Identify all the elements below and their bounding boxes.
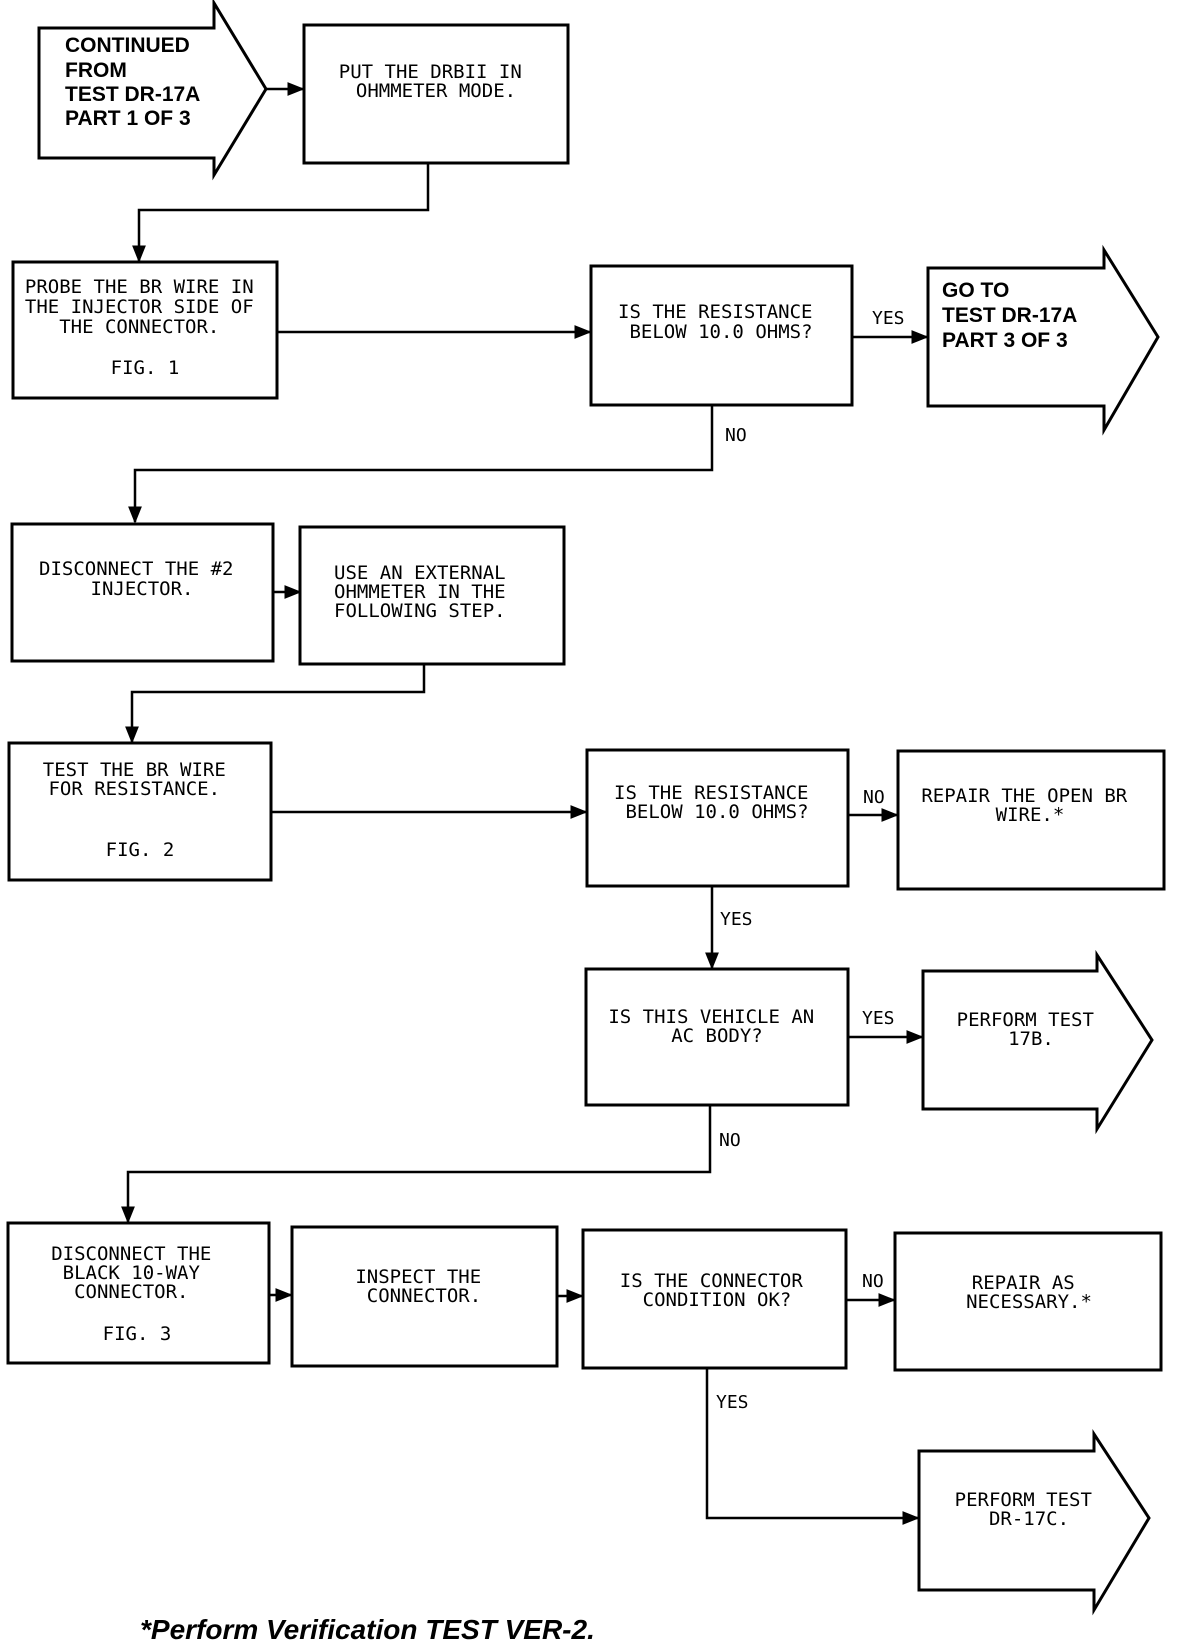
goto-part3-line-2: TEST DR-17A — [942, 304, 1077, 327]
perform-17b-line-2: 17B. — [1008, 1028, 1054, 1050]
q2-text: IS THE RESISTANCE BELOW 10.0 OHMS? — [614, 782, 820, 823]
ohmmeter-line-1: PUT THE DRBII IN — [339, 61, 522, 83]
goto-part3-line-1: GO TO — [942, 279, 1009, 302]
test-br-fig: FIG. 2 — [106, 839, 175, 861]
perform-17b-arrow-shape — [921, 949, 1154, 1135]
repair-open-text: REPAIR THE OPEN BR WIRE.* — [921, 785, 1138, 826]
node-texts: CONTINUED FROM TEST DR-17A PART 1 OF 3 P… — [25, 34, 1138, 1530]
q1-line-1: IS THE RESISTANCE — [618, 301, 812, 323]
inspect-line-2: CONNECTOR. — [367, 1285, 481, 1307]
start-line-3: TEST DR-17A — [65, 83, 200, 106]
disconnect-black-line-1: DISCONNECT THE — [51, 1243, 211, 1265]
disconnect-black-line-2: BLACK 10-WAY — [63, 1262, 201, 1284]
box-probe — [11, 260, 279, 400]
probe-line-1: PROBE THE BR WIRE IN — [25, 276, 254, 298]
connector-ohmmeter-to-probe — [132, 163, 430, 263]
perform-17c-text: PERFORM TEST DR-17C. — [955, 1489, 1104, 1530]
q3-text: IS THIS VEHICLE AN AC BODY? — [608, 1006, 825, 1047]
q2-yes-label: YES — [720, 909, 753, 930]
q1-line-2: BELOW 10.0 OHMS? — [629, 321, 812, 343]
ohmmeter-text: PUT THE DRBII IN OHMMETER MODE. — [339, 61, 533, 102]
box-repair-necessary — [893, 1231, 1163, 1372]
box-q1 — [589, 264, 854, 407]
q1-no-label: NO — [725, 425, 747, 446]
ohmmeter-line-2: OHMMETER MODE. — [356, 80, 516, 102]
q2-no-label: NO — [863, 787, 885, 808]
q1-text: IS THE RESISTANCE BELOW 10.0 OHMS? — [618, 301, 824, 343]
connector-q1-no — [128, 405, 714, 524]
q4-text: IS THE CONNECTOR CONDITION OK? — [620, 1270, 814, 1311]
repair-open-line-1: REPAIR THE OPEN BR — [921, 785, 1127, 807]
disconnect-black-line-3: CONNECTOR. — [74, 1281, 188, 1303]
box-external — [298, 525, 566, 666]
perform-17b-text: PERFORM TEST 17B. — [957, 1009, 1106, 1050]
box-disconnect-black — [6, 1221, 271, 1365]
external-line-2: OHMMETER IN THE — [334, 581, 506, 603]
perform-17c-arrow-shape — [917, 1428, 1151, 1616]
external-text: USE AN EXTERNAL OHMMETER IN THE FOLLOWIN… — [334, 562, 517, 622]
connector-external-to-test — [125, 665, 426, 744]
perform-17c-line-2: DR-17C. — [989, 1508, 1069, 1530]
start-line-1: CONTINUED — [65, 34, 190, 57]
footnote: *Perform Verification TEST VER-2. — [140, 1614, 595, 1644]
external-line-3: FOLLOWING STEP. — [334, 600, 506, 622]
repair-open-line-2: WIRE.* — [996, 804, 1065, 826]
q3-line-1: IS THIS VEHICLE AN — [608, 1006, 814, 1028]
perform-17c-line-1: PERFORM TEST — [955, 1489, 1092, 1511]
box-disconnect-injector — [10, 522, 275, 663]
perform-17b-line-1: PERFORM TEST — [957, 1009, 1094, 1031]
box-inspect — [290, 1225, 559, 1368]
goto-part3-text: GO TO TEST DR-17A PART 3 OF 3 — [942, 279, 1082, 352]
external-line-1: USE AN EXTERNAL — [334, 562, 506, 584]
q3-no-label: NO — [719, 1130, 741, 1151]
disconnect-injector-line-1: DISCONNECT THE #2 — [39, 558, 233, 580]
disconnect-black-text: DISCONNECT THE BLACK 10-WAY CONNECTOR. F… — [51, 1243, 223, 1345]
disconnect-injector-line-2: INJECTOR. — [91, 578, 194, 600]
q2-line-2: BELOW 10.0 OHMS? — [625, 801, 808, 823]
probe-line-2: THE INJECTOR SIDE OF — [25, 296, 254, 318]
connectors — [121, 82, 929, 1525]
q4-no-label: NO — [862, 1271, 884, 1292]
q3-yes-label: YES — [862, 1008, 895, 1029]
q4-line-1: IS THE CONNECTOR — [620, 1270, 804, 1292]
q1-yes-label: YES — [872, 308, 905, 329]
box-q4 — [581, 1228, 848, 1370]
box-repair-open — [896, 749, 1166, 891]
box-test-br — [7, 741, 273, 882]
q4-yes-label: YES — [716, 1392, 749, 1413]
test-br-text: TEST THE BR WIRE FOR RESISTANCE. FIG. 2 — [43, 759, 237, 861]
inspect-line-1: INSPECT THE — [355, 1266, 481, 1288]
inspect-text: INSPECT THE CONNECTOR. — [355, 1266, 492, 1307]
goto-part3-arrow-shape — [926, 244, 1160, 436]
box-q3 — [584, 967, 850, 1107]
probe-text: PROBE THE BR WIRE IN THE INJECTOR SIDE O… — [25, 276, 265, 379]
q2-line-1: IS THE RESISTANCE — [614, 782, 808, 804]
start-line-2: FROM — [65, 59, 127, 82]
connector-q3-no — [121, 1105, 712, 1224]
test-br-line-2: FOR RESISTANCE. — [48, 778, 220, 800]
q4-line-2: CONDITION OK? — [643, 1289, 792, 1311]
repair-necessary-text: REPAIR AS NECESSARY.* — [966, 1272, 1092, 1313]
repair-necessary-line-2: NECESSARY.* — [966, 1291, 1092, 1313]
probe-line-3: THE CONNECTOR. — [59, 316, 219, 338]
test-br-line-1: TEST THE BR WIRE — [43, 759, 226, 781]
connector-q4-yes — [705, 1369, 920, 1525]
branch-labels: YES NO NO YES YES NO NO YES — [716, 308, 905, 1413]
probe-fig: FIG. 1 — [111, 357, 180, 379]
repair-necessary-line-1: REPAIR AS — [972, 1272, 1075, 1294]
disconnect-black-fig: FIG. 3 — [103, 1323, 172, 1345]
box-ohmmeter — [302, 23, 570, 165]
goto-part3-line-3: PART 3 OF 3 — [942, 329, 1068, 352]
q3-line-2: AC BODY? — [671, 1025, 763, 1047]
shapes — [6, 0, 1166, 1616]
start-arrow-shape — [37, 0, 268, 181]
start-line-4: PART 1 OF 3 — [65, 107, 191, 130]
disconnect-injector-text: DISCONNECT THE #2 INJECTOR. — [39, 558, 245, 600]
start-text: CONTINUED FROM TEST DR-17A PART 1 OF 3 — [65, 34, 205, 130]
box-q2 — [585, 748, 850, 888]
